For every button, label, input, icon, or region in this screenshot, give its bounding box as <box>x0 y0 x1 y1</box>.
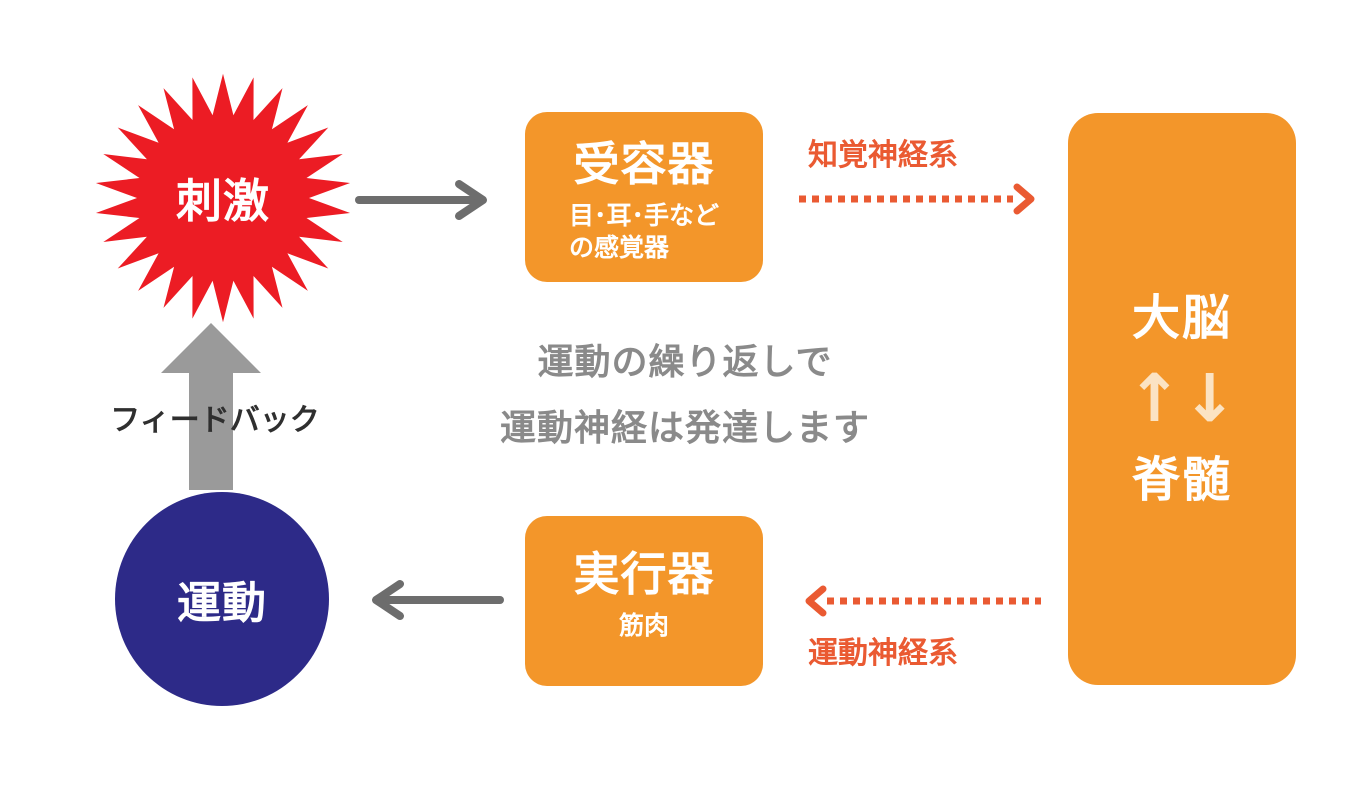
receptor-box: 受容器 目･耳･手など の感覚器 <box>525 112 763 282</box>
arrow-left-icon <box>372 580 504 620</box>
stimulus-burst-icon <box>95 73 351 323</box>
feedback-label: フィードバック <box>110 403 320 438</box>
sensory-nerve-label: 知覚神経系 <box>808 138 958 173</box>
receptor-sub-line2: の感覚器 <box>568 233 669 262</box>
stimulus-label: 刺激 <box>176 174 270 228</box>
receptor-title: 受容器 <box>573 137 715 191</box>
message-line-1: 運動の繰り返しで <box>537 342 833 383</box>
movement-circle: 運動 <box>115 492 329 706</box>
brain-label: 大脳 <box>1131 290 1232 346</box>
up-down-arrows-icon: ↑↓ <box>1126 360 1238 437</box>
arrow-right-icon <box>355 180 487 220</box>
feedback-arrow-up-icon <box>161 323 261 490</box>
effector-box: 実行器 筋肉 <box>525 516 763 686</box>
dotted-arrow-right-icon <box>799 183 1035 215</box>
dotted-arrow-left-icon <box>805 585 1041 617</box>
motor-nerve-label: 運動神経系 <box>808 636 958 671</box>
movement-label: 運動 <box>177 578 267 629</box>
receptor-sub-line1: 目･耳･手など <box>568 201 719 230</box>
brain-spinal-box: 大脳 ↑↓ 脊髄 <box>1068 113 1296 685</box>
effector-title: 実行器 <box>573 547 715 601</box>
message-line-2: 運動神経は発達します <box>499 408 870 449</box>
spinal-cord-label: 脊髄 <box>1131 452 1232 508</box>
center-message: 運動の繰り返しで 運動神経は発達します <box>430 330 940 462</box>
effector-description: 筋肉 <box>618 611 669 640</box>
receptor-description: 目･耳･手など の感覚器 <box>569 200 719 264</box>
